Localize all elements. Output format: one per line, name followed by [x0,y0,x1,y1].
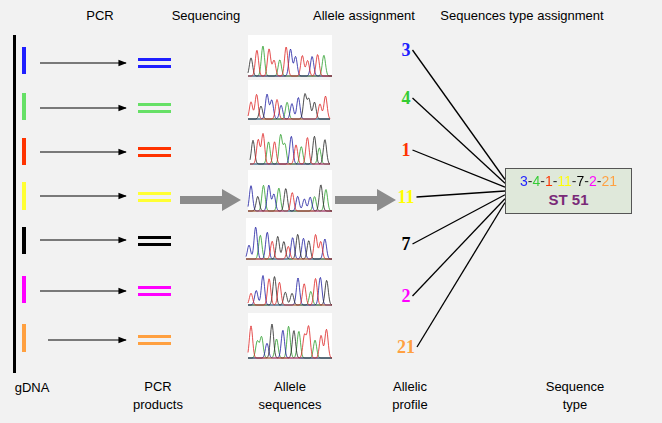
allele-number: 11 [396,186,417,208]
step-label: gDNA [7,379,57,397]
allele-number: 2 [400,285,413,307]
profile-connector [413,50,506,180]
pcr-product [138,154,171,157]
profile-connector [413,150,506,187]
locus-bar [22,324,26,352]
chromatogram-trace [248,185,332,211]
chromatogram-trace [248,94,330,119]
profile-connector [413,199,506,296]
chromatogram-trace [250,133,330,164]
allele-number: 4 [400,87,413,109]
step-label: PCR products [123,378,193,414]
chromatogram-trace [248,276,332,306]
pcr-product [138,103,171,106]
pcr-arrow [40,239,126,240]
chromatogram-panel [246,218,332,260]
chromatogram-trace [248,326,332,358]
locus-bar [22,227,26,254]
locus-bar [22,138,26,165]
step-label: Sequences type assignment [432,7,612,25]
chromatograms [246,35,332,359]
profile-connector [417,191,506,197]
chromatogram-trace [248,279,332,306]
chromatogram-trace [248,185,332,211]
pcr-product [138,192,171,195]
flow-arrow [335,189,396,211]
chromatogram-trace [248,193,332,211]
step-label: Allele sequences [255,378,325,414]
pcr-arrow [40,195,126,196]
step-label: Allele assignment [299,7,429,25]
pcr-arrow [48,339,126,340]
chromatogram-trace [248,47,332,76]
chromatogram-panel [250,125,330,165]
pcr-product [138,335,171,338]
profile-connector [417,203,505,348]
chromatogram-trace [248,46,332,76]
step-label: PCR [70,7,130,25]
chromatogram-panel [248,80,330,120]
pcr-product [138,293,171,296]
pcr-product [138,110,171,113]
allele-number: 1 [400,139,413,161]
pcr-arrow [40,62,126,63]
locus-bar [22,93,26,120]
pcr-product [138,342,171,345]
chromatogram-trace [248,94,330,119]
chromatogram-panel [248,170,332,212]
pcr-product [138,236,171,239]
sequence-type-box: 3-4-1-11-7-2-21ST 51 [505,168,632,214]
allele-number: 3 [400,39,413,61]
pcr-product [138,199,171,202]
allele-number-text: 3 [402,40,411,60]
chromatogram-trace [248,326,332,358]
profile-connector [413,195,506,244]
allele-number-text: 4 [402,88,411,108]
step-label: Sequencing [156,7,256,25]
gdna-strand [13,35,16,373]
chromatogram-trace [248,277,332,305]
step-label: Allelic profile [380,378,440,414]
chromatogram-trace [246,235,332,260]
allelic-profile-text: 3-4-1-11-7-2-21 [520,172,617,190]
pcr-product [138,65,171,68]
allele-number: 21 [395,336,417,358]
allele-number-text: 2 [402,286,411,306]
chromatogram-trace [246,235,332,260]
chromatogram-trace [248,185,332,211]
chromatogram-trace [246,227,332,259]
allele-number-text: 21 [397,337,415,357]
sequence-type-text: ST 51 [506,190,631,209]
pcr-arrow [40,290,126,291]
pcr-product [138,243,171,246]
chromatogram-panel [248,313,332,359]
pcr-arrow [40,107,126,108]
step-label: Sequence type [540,378,610,414]
flow-arrow [180,189,241,211]
locus-bar [22,276,26,303]
allele-number: 7 [400,233,413,255]
chromatogram-trace [248,324,332,358]
pcr-arrow [40,151,126,152]
chromatogram-trace [248,94,330,120]
allele-number-text: 11 [398,187,415,207]
locus-bar [22,182,26,210]
profile-connector [413,98,506,183]
chromatogram-panel [248,35,332,77]
pcr-product [138,58,171,61]
locus-bar [22,47,26,74]
pcr-product [138,286,171,289]
chromatogram-panel [248,266,332,306]
pcr-product [138,147,171,150]
allele-number-text: 1 [402,140,411,160]
allele-number-text: 7 [402,234,411,254]
